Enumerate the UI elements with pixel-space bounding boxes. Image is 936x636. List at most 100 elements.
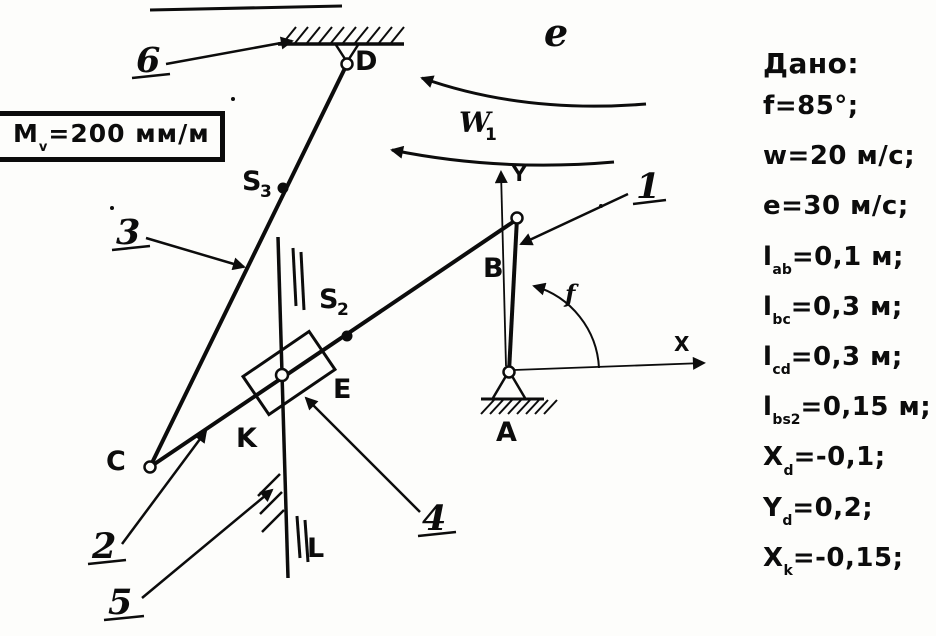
guide-marks-bottom	[295, 515, 310, 563]
given-row: Xk=-0,15;	[763, 538, 931, 588]
given-row: lab=0,1 м;	[763, 237, 931, 287]
point-label-l: L	[307, 533, 324, 564]
top-fixed-support	[278, 26, 405, 63]
given-rest: =-0,15;	[792, 542, 904, 573]
leader-3	[145, 236, 246, 271]
link-3-dc	[148, 63, 349, 468]
leader-6	[165, 36, 294, 66]
given-rest: =0,3 м;	[790, 341, 903, 372]
point-label-d: D	[355, 46, 377, 77]
given-sub: ab	[772, 261, 792, 278]
given-rest: =0,2;	[792, 492, 874, 523]
x-axis	[513, 356, 706, 371]
point-label-e: E	[333, 374, 351, 405]
joint-d	[340, 57, 354, 71]
leader-2	[120, 429, 208, 545]
guide-hatching-bottom	[257, 473, 285, 533]
s3-label-sub: 3	[260, 182, 272, 202]
given-row: Xd=-0,1;	[763, 437, 931, 487]
omega1-label-sub: 1	[485, 125, 497, 145]
given-base: f	[763, 91, 775, 121]
vertical-guide-rod	[257, 236, 310, 579]
point-label-b: B	[483, 253, 504, 284]
given-sub: bc	[772, 311, 791, 328]
point-label-a: A	[496, 417, 517, 448]
link-number-4: 4	[422, 498, 446, 539]
link-1-ab	[507, 217, 519, 373]
point-label-c: C	[106, 446, 126, 477]
given-rest: =0,15 м;	[800, 392, 932, 423]
given-row: lcd=0,3 м;	[763, 337, 931, 387]
given-row: f=85°;	[763, 86, 931, 136]
link-number-1: 1	[636, 166, 660, 207]
s3-dot	[277, 182, 289, 194]
given-base: e	[763, 191, 782, 222]
leader-lines	[120, 36, 629, 599]
omega1-arrow	[390, 145, 615, 167]
given-base: l	[763, 241, 773, 272]
given-base: X	[763, 542, 784, 573]
given-rest: =-0,1;	[793, 442, 886, 473]
numeral-underlines	[87, 72, 667, 622]
point-label-k: K	[236, 423, 258, 454]
given-title: Дано:	[763, 47, 860, 80]
s3-label: S	[242, 166, 261, 197]
given-row: e=30 м/с;	[763, 186, 931, 236]
link-2-cb	[148, 218, 518, 469]
epsilon-arrow	[420, 75, 647, 108]
angle-f-label: f	[563, 279, 579, 308]
leader-4	[304, 396, 421, 513]
link-number-6: 6	[136, 40, 160, 81]
y-axis-label: Y	[511, 162, 527, 186]
given-base: X	[763, 442, 784, 473]
link-number-2: 2	[91, 526, 116, 567]
given-row: lbs2=0,15 м;	[763, 387, 931, 437]
revolute-joints	[143, 57, 524, 474]
given-base: l	[763, 341, 773, 372]
s2-dot	[341, 330, 353, 342]
given-row: lbc=0,3 м;	[763, 287, 931, 337]
given-rest: =0,3 м;	[790, 291, 903, 322]
scale-factor-box: Mv=200 мм/м	[0, 111, 225, 162]
given-base: Y	[763, 492, 783, 523]
scale-rest: =200 мм/м	[48, 119, 210, 148]
joint-e	[274, 367, 290, 383]
hatching	[480, 399, 558, 415]
given-row: w=20 м/с;	[763, 136, 931, 186]
scale-sub: v	[38, 140, 49, 155]
given-rest: =85°;	[774, 91, 859, 121]
hatching	[282, 26, 405, 44]
y-axis	[494, 170, 508, 367]
omega1-label: W	[459, 106, 493, 139]
fixed-support-a	[480, 375, 558, 415]
slider-block	[240, 329, 338, 417]
given-data-panel: Дано: f=85°; w=20 м/с; e=30 м/с; lab=0,1…	[763, 44, 931, 588]
leader-5	[141, 488, 274, 599]
joint-c	[143, 460, 157, 474]
guide-marks-top	[291, 247, 306, 311]
leader-1	[519, 192, 629, 246]
given-base: w	[763, 141, 788, 172]
given-rest: =0,1 м;	[791, 241, 904, 272]
given-rest: =30 м/с;	[781, 191, 909, 222]
joint-b	[510, 211, 524, 225]
given-sub: d	[782, 512, 793, 529]
given-rest: =20 м/с;	[787, 141, 916, 172]
s2-label: S	[319, 284, 338, 315]
angle-arc	[532, 282, 600, 369]
link-number-3: 3	[116, 212, 140, 253]
given-row: Yd=0,2;	[763, 488, 931, 538]
scan-artifacts	[110, 4, 603, 210]
mass-center-dots	[277, 182, 353, 342]
epsilon-label: e	[544, 10, 568, 55]
given-base: l	[763, 392, 773, 423]
given-sub: bs2	[772, 412, 801, 429]
given-sub: d	[783, 462, 794, 479]
given-base: l	[763, 291, 773, 322]
s2-label-sub: 2	[337, 300, 349, 320]
x-axis-label: X	[674, 332, 690, 356]
given-sub: cd	[772, 362, 791, 379]
joint-a	[502, 365, 516, 379]
